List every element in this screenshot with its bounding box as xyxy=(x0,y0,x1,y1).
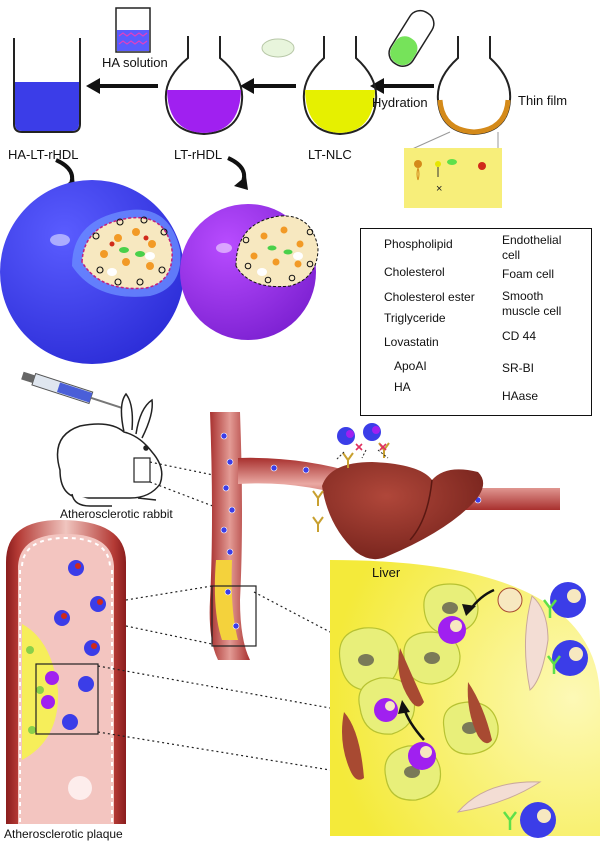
legend-cholesterol: Cholesterol xyxy=(384,265,445,279)
liver xyxy=(322,462,484,560)
legend-ha: HA xyxy=(394,380,411,394)
label-atherosclerotic-rabbit: Atherosclerotic rabbit xyxy=(60,507,173,521)
legend-endothelial-line2: cell xyxy=(502,248,521,262)
thin-film-zoom xyxy=(404,148,502,208)
label-ha-lt-rhdl: HA-LT-rHDL xyxy=(8,147,79,162)
legend-cd44: CD 44 xyxy=(502,329,537,343)
rabbit xyxy=(56,392,163,507)
plaque-zoom-box xyxy=(35,663,99,735)
legend-smooth-line1: Smooth xyxy=(502,289,544,303)
label-lt-nlc: LT-NLC xyxy=(308,147,352,162)
label-ha-solution: HA solution xyxy=(102,55,168,70)
tube-particles xyxy=(41,560,106,730)
ha-solution-beaker xyxy=(115,7,151,53)
sphere-lt-rhdl xyxy=(180,204,319,340)
label-liver: Liver xyxy=(372,565,401,580)
legend-endothelial-line1: Endothelial xyxy=(502,233,562,247)
rabbit-zoom-box xyxy=(133,457,151,483)
label-atherosclerotic-plaque: Atherosclerotic plaque xyxy=(4,827,123,841)
endothelial-cells xyxy=(456,595,549,813)
plaque-deposit xyxy=(22,624,59,760)
label-lt-rhdl: LT-rHDL xyxy=(174,147,223,162)
legend-apoai: ApoAI xyxy=(394,359,427,373)
cd44-receptors xyxy=(503,599,561,830)
svg-text:×: × xyxy=(436,183,442,195)
flask-lt-nlc xyxy=(302,36,378,136)
legend-triglyceride: Triglyceride xyxy=(384,311,446,325)
legend-sr-bi: SR-BI xyxy=(502,361,535,375)
legend-haase: HAase xyxy=(502,389,539,403)
legend-panel xyxy=(360,228,592,416)
sphere-ha-lt-rhdl xyxy=(0,180,184,364)
flask-thin-film xyxy=(436,36,512,136)
legend-cholesterol-ester: Cholesterol ester xyxy=(384,290,475,304)
syringe xyxy=(21,371,126,410)
label-thin-film: Thin film xyxy=(518,93,568,108)
zoom-particles xyxy=(374,582,588,838)
test-tube xyxy=(388,9,435,67)
flask-lt-rhdl xyxy=(164,36,244,136)
legend-smooth-line2: muscle cell xyxy=(502,304,562,318)
legend-foam-cell: Foam cell xyxy=(502,267,555,281)
foam-cells xyxy=(338,583,499,801)
legend-phospholipid: Phospholipid xyxy=(384,237,453,251)
beaker-ha-lt-rhdl xyxy=(13,38,81,133)
foam-cell-nuclei xyxy=(358,602,478,778)
vessel-zoom-box xyxy=(211,585,257,647)
smooth-muscle-cells xyxy=(342,648,492,780)
vessel-vertical xyxy=(209,412,250,660)
label-hydration: Hydration xyxy=(372,95,428,110)
legend-lovastatin: Lovastatin xyxy=(384,335,439,349)
apoai-cloud xyxy=(261,38,295,58)
liver-sr-bi-receptors xyxy=(312,442,390,532)
liver-particles xyxy=(335,423,389,461)
